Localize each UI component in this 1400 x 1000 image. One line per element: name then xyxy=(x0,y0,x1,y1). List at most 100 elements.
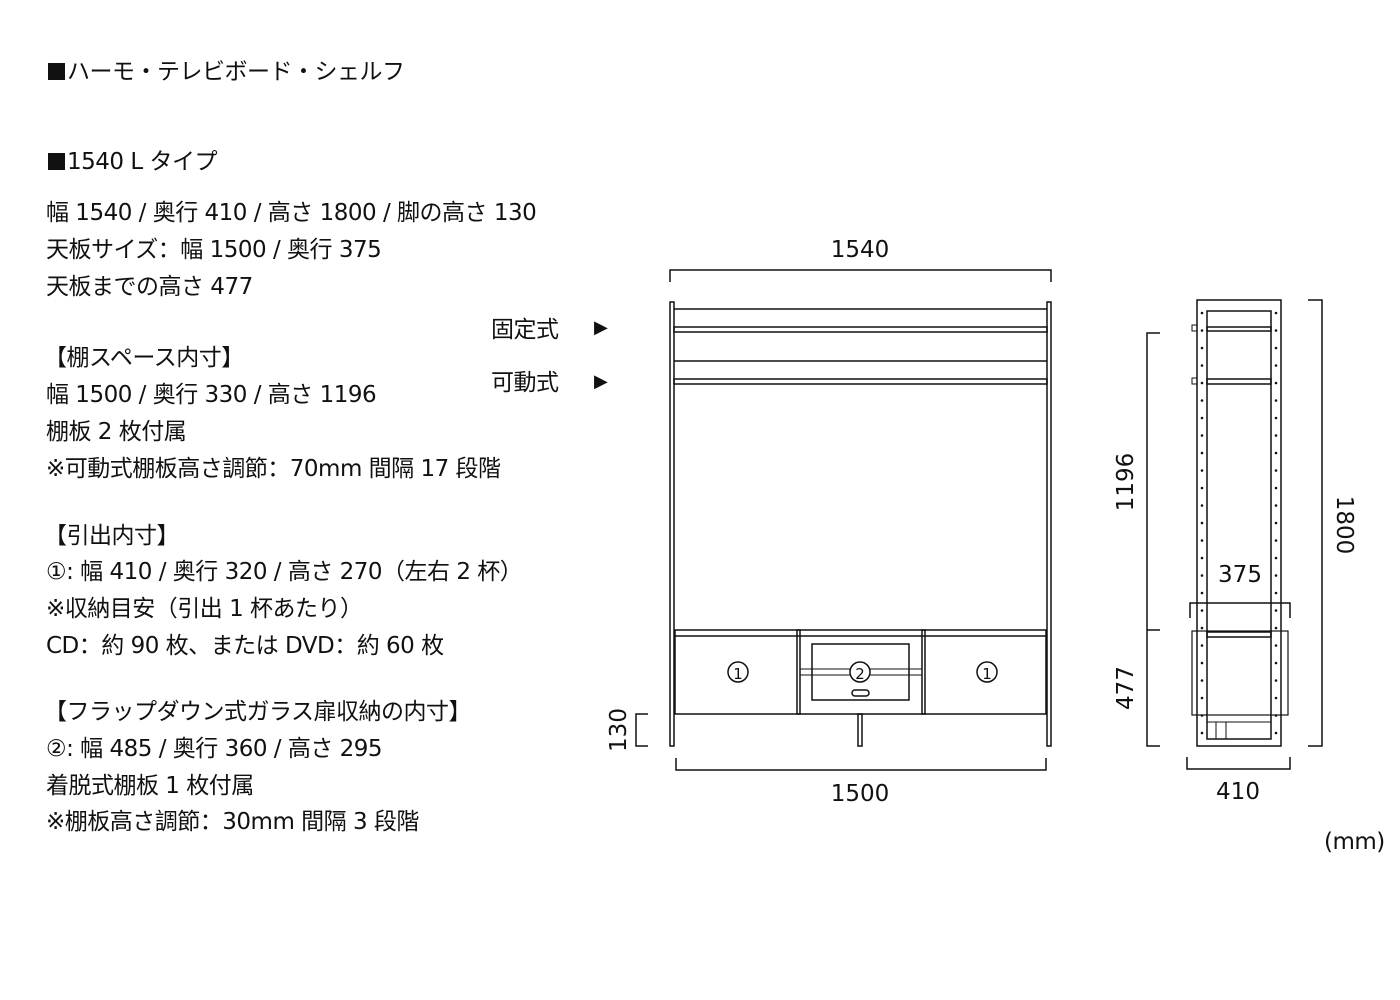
adjustment-hole xyxy=(1200,556,1204,560)
bullet-square-icon xyxy=(48,153,65,170)
adjustment-hole xyxy=(1200,574,1204,577)
adjustment-hole xyxy=(1274,591,1278,595)
adjustment-hole xyxy=(1274,346,1278,350)
drawer-mark-left: 1 xyxy=(733,665,743,683)
drawer-heading: 【引出内寸】 xyxy=(44,523,180,549)
flap-mark: 2 xyxy=(855,665,865,683)
product-title: ハーモ・テレビボード・シェルフ xyxy=(48,61,405,84)
side-inner xyxy=(1206,310,1272,740)
divider xyxy=(796,629,801,715)
adjustment-hole xyxy=(1274,539,1278,542)
spec-line: 天板サイズ：幅 1500 / 奥行 375 xyxy=(46,237,382,263)
adjustment-hole xyxy=(1274,521,1278,525)
dim-height-bracket xyxy=(1146,332,1160,747)
dim-leg-label: 130 xyxy=(606,708,632,752)
type-heading-text: 1540 L タイプ xyxy=(67,149,217,175)
adjustment-hole xyxy=(1200,469,1204,472)
adjustment-hole xyxy=(1274,399,1278,402)
fixed-shelf-label: 固定式 xyxy=(491,317,559,343)
adjustment-hole xyxy=(1200,381,1204,385)
adjustment-hole xyxy=(1200,486,1204,490)
spec-line: 着脱式棚板 1 枚付属 xyxy=(46,773,254,799)
adjustment-hole xyxy=(1200,416,1204,420)
fixed-shelf xyxy=(673,326,1048,333)
movable-shelf xyxy=(673,378,1048,385)
adjustment-hole xyxy=(1200,609,1204,612)
adjustment-hole xyxy=(1274,696,1278,700)
dim-total-height-bracket xyxy=(1308,299,1323,747)
spec-line: CD：約 90 枚、または DVD：約 60 枚 xyxy=(46,633,444,659)
flap-heading: 【フラップダウン式ガラス扉収納の内寸】 xyxy=(44,699,472,725)
flap-mark-circle xyxy=(849,661,871,683)
adjustment-hole xyxy=(1200,451,1204,455)
spec-line: 天板までの高さ 477 xyxy=(46,274,253,300)
movable-shelf-label: 可動式 xyxy=(491,370,559,396)
dim-top-depth-bracket xyxy=(1189,602,1291,618)
dim-depth-label: 410 xyxy=(1216,779,1260,805)
drawer-mark-right: 1 xyxy=(982,665,992,683)
dim-total-height-label: 1800 xyxy=(1331,496,1357,555)
adjustment-hole xyxy=(1200,434,1204,437)
adjustment-hole xyxy=(1200,644,1204,647)
dim-width-label: 1540 xyxy=(831,237,890,263)
divider xyxy=(921,629,926,715)
side-drawer xyxy=(1191,630,1289,716)
spec-line: ※収納目安（引出 1 杯あたり） xyxy=(46,596,363,622)
flap-handle xyxy=(851,689,870,697)
product-title-text: ハーモ・テレビボード・シェルフ xyxy=(67,59,405,85)
front-view: 1540 1 1 2 1500 130 xyxy=(606,237,1052,807)
side-outer xyxy=(1196,299,1282,747)
type-heading: 1540 L タイプ xyxy=(48,151,217,174)
adjustment-hole xyxy=(1200,399,1204,402)
side-shelf xyxy=(1206,378,1272,385)
adjustment-hole xyxy=(1200,626,1204,630)
adjustment-hole xyxy=(1200,311,1204,315)
adjustment-hole xyxy=(1274,644,1278,647)
adjustment-hole xyxy=(1200,661,1204,665)
spec-line: 幅 1540 / 奥行 410 / 高さ 1800 / 脚の高さ 130 xyxy=(46,200,537,226)
dim-top-height-label: 477 xyxy=(1113,666,1139,710)
left-post xyxy=(669,301,675,747)
glass-flap-door xyxy=(811,643,910,701)
adjustment-hole xyxy=(1274,679,1278,682)
adjustment-hole xyxy=(1274,469,1278,472)
adjustment-hole xyxy=(1274,364,1278,367)
shelf-space-heading: 【棚スペース内寸】 xyxy=(44,345,244,371)
dim-leg-bracket xyxy=(635,713,648,747)
adjustment-hole xyxy=(1200,521,1204,525)
side-shelf xyxy=(1206,326,1272,332)
bullet-square-icon xyxy=(48,63,65,80)
adjustment-hole xyxy=(1274,329,1278,332)
dim-top-depth-label: 375 xyxy=(1218,562,1262,588)
side-shelf xyxy=(1206,631,1272,638)
adjustment-hole xyxy=(1274,311,1278,315)
arrow-right-icon: ▶ xyxy=(594,371,608,392)
adjustment-hole xyxy=(1200,539,1204,542)
center-leg xyxy=(857,713,863,747)
shelf-pin xyxy=(1191,377,1198,385)
dim-width-bracket xyxy=(669,269,1052,282)
spec-line: 幅 1500 / 奥行 330 / 高さ 1196 xyxy=(46,382,377,408)
adjustment-hole xyxy=(1200,504,1204,507)
adjustment-hole xyxy=(1274,714,1278,717)
adjustment-hole xyxy=(1274,661,1278,665)
shelf-pin xyxy=(1191,324,1198,332)
adjustment-hole xyxy=(1200,346,1204,350)
adjustment-hole xyxy=(1274,416,1278,420)
spec-line: ①: 幅 410 / 奥行 320 / 高さ 270（左右 2 杯） xyxy=(46,559,523,585)
dim-inner-width-label: 1500 xyxy=(831,781,890,807)
adjustment-hole xyxy=(1200,679,1204,682)
right-post xyxy=(1046,301,1052,747)
adjustment-hole xyxy=(1274,504,1278,507)
drawer-mark-circle xyxy=(727,661,749,683)
spec-line: ※棚板高さ調節：30mm 間隔 3 段階 xyxy=(46,809,419,835)
adjustment-hole xyxy=(1274,556,1278,560)
adjustment-hole xyxy=(1274,574,1278,577)
adjustment-hole xyxy=(1200,696,1204,700)
side-view: 375 1196 477 1800 410 xyxy=(1113,299,1357,805)
adjustment-hole xyxy=(1274,486,1278,490)
unit-label: (mm) xyxy=(1324,829,1385,855)
adjustment-hole xyxy=(1274,731,1278,735)
